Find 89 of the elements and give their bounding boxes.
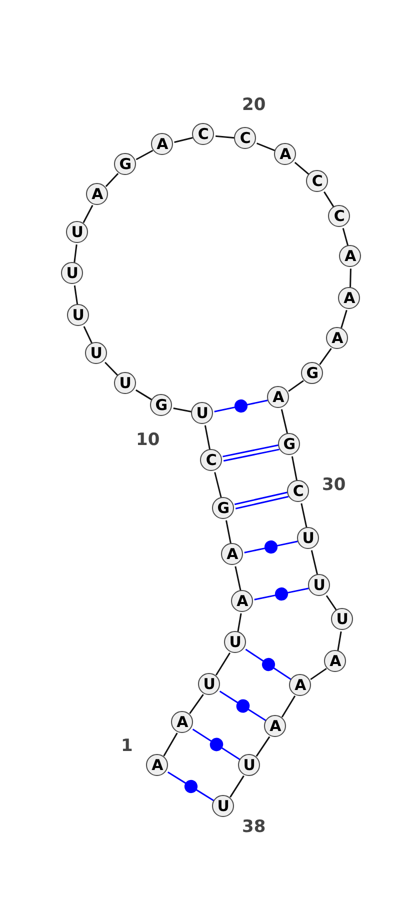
base-pair-bond: [234, 492, 290, 510]
nucleotide-node: A: [339, 245, 362, 268]
nucleotide-node: C: [200, 449, 222, 472]
nucleotide-node: A: [86, 183, 108, 206]
backbone-line: [342, 228, 349, 246]
backbone-line: [136, 389, 152, 401]
backbone-line: [237, 613, 242, 632]
nucleotide-node: C: [306, 170, 328, 192]
base-pair-bond: [219, 690, 267, 722]
nucleotide-node: U: [224, 631, 246, 654]
nucleotide-node: A: [338, 287, 360, 310]
nucleotide-node: A: [274, 143, 296, 166]
base-pair-bond: [244, 540, 298, 554]
backbone-line: [215, 652, 231, 676]
backbone-line: [300, 503, 308, 528]
nucleotide-node: A: [289, 674, 312, 696]
nucleotide-node: G: [278, 433, 300, 456]
nucleotide-node: A: [171, 711, 194, 734]
nucleotide-node: U: [85, 342, 108, 364]
nucleotide-node: A: [267, 386, 290, 408]
backbone-line: [291, 456, 298, 481]
nucleotide-node: A: [231, 590, 254, 612]
nucleotide-node: U: [67, 304, 90, 326]
backbone-line: [204, 425, 211, 450]
backbone-line: [136, 150, 154, 160]
nucleotide-node: A: [324, 650, 346, 672]
nucleotide-node: C: [287, 480, 310, 502]
nucleotide-node: A: [326, 327, 348, 350]
nucleotide-node: U: [297, 527, 320, 550]
position-number: 10: [136, 430, 160, 450]
backbone-line: [163, 732, 178, 756]
backbone-line: [105, 172, 119, 188]
nucleotide-node: A: [151, 133, 174, 156]
base-pair-bond: [254, 587, 310, 601]
base-pair-bond: [244, 648, 292, 680]
nucleotide-node: U: [212, 795, 234, 818]
nucleotide-node: A: [264, 715, 286, 738]
backbone-line: [83, 326, 93, 344]
backbone-line: [74, 244, 78, 263]
backbone-line: [288, 380, 304, 392]
backbone-line: [337, 631, 342, 651]
position-number: 1: [121, 736, 133, 756]
backbone-line: [226, 520, 232, 544]
nucleotide-node: C: [328, 205, 350, 228]
position-number: 30: [322, 475, 346, 495]
nucleotide-node: A: [146, 754, 168, 776]
nucleotide-node: U: [238, 754, 260, 776]
nucleotide-node: G: [150, 394, 172, 416]
backbone-line: [256, 736, 270, 757]
base-pair-bond: [222, 444, 280, 462]
backbone-line: [173, 407, 192, 413]
backbone-line: [189, 694, 204, 714]
backbone-line: [350, 268, 352, 288]
base-pair-bond: [214, 399, 268, 413]
nucleotide-node: G: [212, 497, 234, 520]
nucleotide-node: U: [191, 402, 214, 424]
nucleotide-node: A: [221, 543, 244, 566]
backbone-line: [214, 472, 222, 498]
nucleotide-node: G: [301, 362, 324, 384]
base-pair-bond: [192, 728, 241, 760]
backbone-line: [310, 550, 318, 575]
backbone-line: [310, 668, 327, 680]
backbone-line: [294, 162, 310, 176]
backbone-line: [281, 696, 296, 718]
backbone-line: [340, 310, 348, 328]
backbone-line: [256, 142, 276, 152]
backbone-line: [82, 204, 94, 224]
backbone-line: [319, 348, 332, 365]
nucleotide-node: G: [114, 153, 136, 176]
nucleotide-node: U: [198, 673, 220, 696]
position-number: 38: [242, 817, 266, 837]
backbone-line: [174, 137, 193, 143]
backbone-line: [280, 409, 288, 434]
backbone-line: [234, 566, 242, 591]
backbone-line: [74, 285, 78, 305]
nucleotide-node: U: [308, 574, 330, 596]
backbone-line: [324, 191, 334, 208]
nucleotide-node: U: [114, 372, 136, 394]
nucleotide-node: C: [234, 127, 256, 150]
position-number: 20: [242, 95, 266, 115]
nucleotide-node: C: [192, 123, 214, 146]
backbone-line: [326, 595, 338, 611]
backbone-line: [104, 362, 118, 376]
nucleotide-node: U: [66, 221, 88, 244]
base-pair-bond: [167, 771, 215, 802]
backbone-line: [230, 775, 244, 798]
nucleotide-node: U: [61, 262, 84, 284]
nucleotide-node: U: [331, 608, 354, 630]
backbone-line: [215, 135, 235, 139]
